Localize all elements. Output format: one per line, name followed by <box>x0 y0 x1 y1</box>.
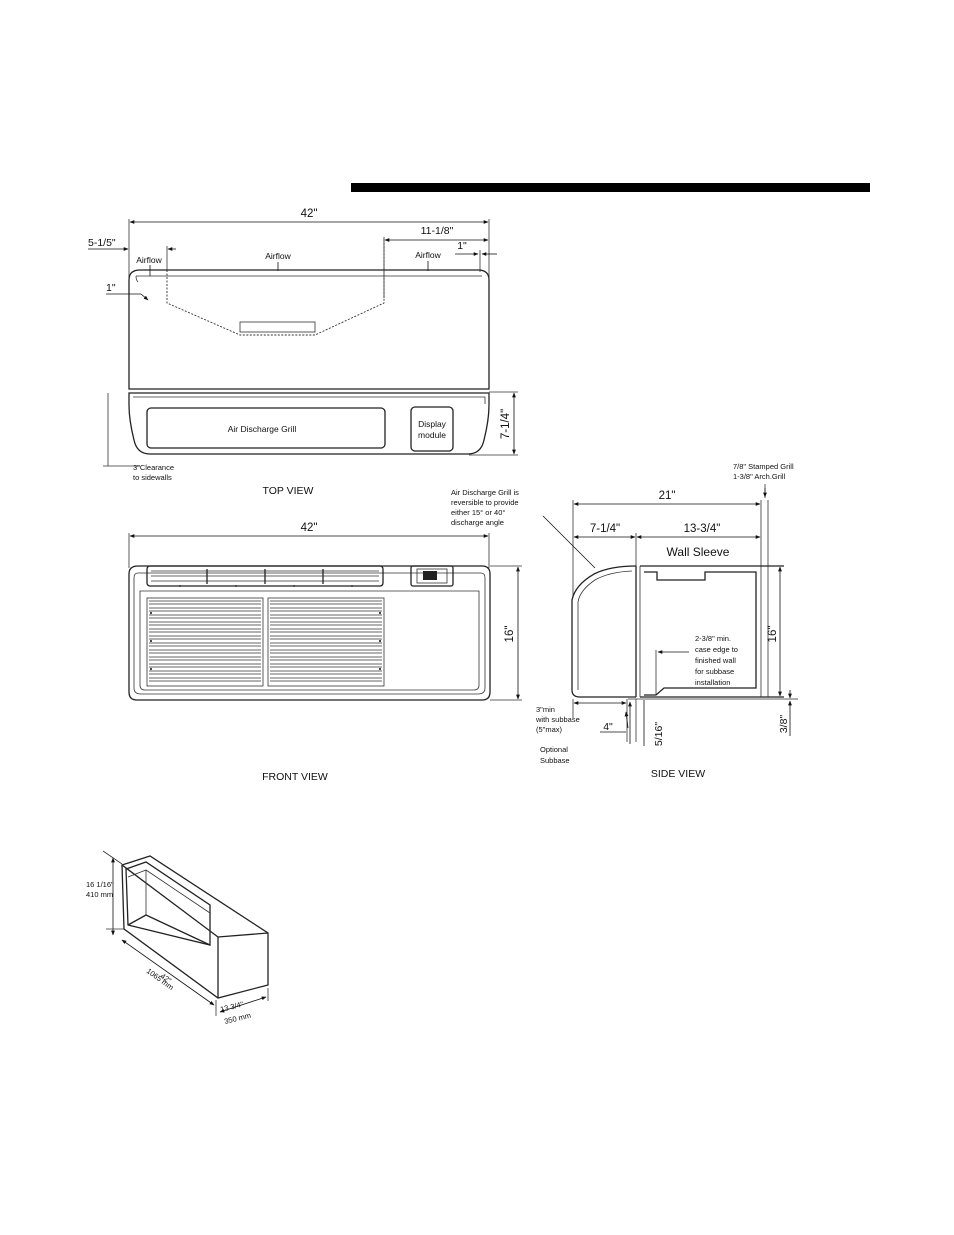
side-5-16-label: 5/16" <box>653 722 665 746</box>
front-view: 42" <box>128 522 522 783</box>
sleeve-isometric: 16 1/16" 410 mm 42" 1065 mm 13 3/4" 350 … <box>86 850 269 1026</box>
clearance-line1: 3"Clearance <box>133 463 174 472</box>
upper-louver <box>151 569 379 584</box>
unit-top-outline <box>128 269 490 390</box>
side-view: 7/8" Stamped Grill 1-3/8" Arch.Grill Air… <box>451 462 798 780</box>
case-note-line3: finished wall <box>695 656 736 665</box>
right-inset-label: 1" <box>457 240 467 252</box>
case-note-line2: case edge to <box>695 645 738 654</box>
subbase-note-line1: 3"min <box>536 705 555 714</box>
depth-label: 7-1/4" <box>500 409 512 439</box>
grill-note-line1: Air Discharge Grill is <box>451 488 519 497</box>
side-4-label: 4" <box>603 721 613 733</box>
right-offset-label: 11-1/8" <box>421 225 454 237</box>
intake-grille-right <box>267 597 385 687</box>
side-sleeve-label: 13-3/4" <box>684 523 721 535</box>
arch-grill-label: 1-3/8" Arch.Grill <box>733 472 786 481</box>
sleeve-outline <box>121 855 269 999</box>
case-note-line4: for subbase <box>695 667 734 676</box>
display-line1: Display <box>418 419 447 429</box>
top-view-title: TOP VIEW <box>263 485 314 497</box>
intake-grille-left <box>146 597 264 687</box>
case-note-line5: installation <box>695 678 730 687</box>
side-view-title: SIDE VIEW <box>651 768 705 780</box>
subbase-note-line3: (5"max) <box>536 725 562 734</box>
subbase-note-line2: with subbase <box>535 715 580 724</box>
airflow-right-label: Airflow <box>415 250 441 260</box>
iso-depth-in: 13 3/4" <box>219 999 244 1014</box>
wall-sleeve-label: Wall Sleeve <box>667 545 730 559</box>
airflow-center-label: Airflow <box>265 251 291 261</box>
side-total-label: 21" <box>659 490 676 502</box>
optional-line2: Subbase <box>540 756 570 765</box>
side-chassis <box>644 571 757 696</box>
display-module-box <box>410 406 454 452</box>
airflow-zone <box>166 239 385 336</box>
clearance-line2: to sidewalls <box>133 473 172 482</box>
iso-height-in: 16 1/16" <box>86 880 114 889</box>
optional-line1: Optional <box>540 745 568 754</box>
case-note-line1: 2-3/8" min. <box>695 634 731 643</box>
airflow-left-label: Airflow <box>136 255 162 265</box>
iso-height-mm: 410 mm <box>86 890 113 899</box>
grill-note-line2: reversible to provide <box>451 498 519 507</box>
side-height-label: 16" <box>767 626 779 643</box>
top-width-label: 42" <box>301 208 318 220</box>
grill-note-line3: either 15° or 40° <box>451 508 505 517</box>
unit-front-outline <box>128 565 491 701</box>
side-front-cover <box>571 565 637 698</box>
stamped-grill-label: 7/8" Stamped Grill <box>733 462 794 471</box>
grill-note-line4: discharge angle <box>451 518 504 527</box>
left-offset-label: 5-1/5" <box>88 237 116 249</box>
side-3-8-label: 3/8" <box>778 715 790 734</box>
discharge-grill-label: Air Discharge Grill <box>228 424 297 434</box>
iso-depth-mm: 350 mm <box>223 1011 251 1026</box>
side-front-label: 7-1/4" <box>590 523 620 535</box>
front-display-module <box>410 565 454 587</box>
unit-front-cover <box>128 392 490 455</box>
left-inset-label: 1" <box>106 282 116 294</box>
front-view-title: FRONT VIEW <box>262 771 328 783</box>
front-height-label: 16" <box>504 626 516 643</box>
top-view: 42" 11-1/8" 1" 5-1/5" 1" Airflow Airflow… <box>88 208 518 497</box>
front-width-label: 42" <box>301 522 318 534</box>
display-line2: module <box>418 430 446 440</box>
discharge-grill-box <box>146 407 386 449</box>
header-rule <box>351 183 870 192</box>
